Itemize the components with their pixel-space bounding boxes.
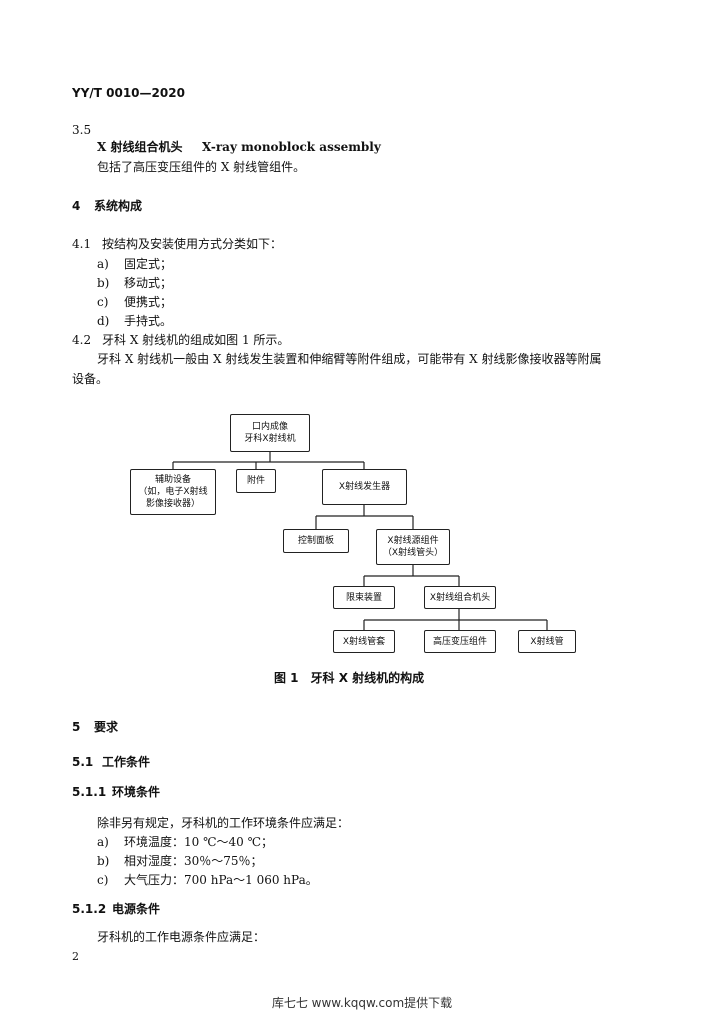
clause-4-2-number: 4.2 [72,333,92,347]
node-label: 高压变压组件 [432,636,487,647]
diagram-node-xray-source-assembly: X射线源组件 （X射线管头） [376,529,450,565]
environment-intro: 除非另有规定，牙科机的工作环境条件应满足： [97,816,350,830]
list-item-mark: b) [97,276,110,290]
diagram-node-accessory: 附件 [236,469,276,493]
node-label: （如，电子X射线 [138,487,208,497]
clause-4-1-number: 4.1 [72,237,92,251]
figure-caption: 图 1 牙科 X 射线机的构成 [274,671,425,685]
term-english: X-ray monoblock assembly [202,140,381,154]
list-item-text: 环境温度：10 ℃～40 ℃； [124,835,274,849]
clause-5-1-number: 5.1 [72,755,94,769]
list-item-text: 大气压力：700 hPa～1 060 hPa。 [124,873,318,887]
standard-number: YY/T 0010—2020 [72,86,185,100]
clause-5-1-2-number: 5.1.2 [72,902,107,916]
node-label: 辅助设备 [154,475,191,485]
node-label: 口内成像 [251,422,288,432]
section-4-number: 4 [72,199,81,213]
diagram-node-xray-tube: X射线管 [518,630,576,653]
clause-4-1-text: 按结构及安装使用方式分类如下： [102,237,283,251]
node-label: X射线组合机头 [429,592,491,603]
list-item-mark: a) [97,257,109,271]
diagram-node-collimator: 限束装置 [333,586,395,609]
clause-4-2-text: 牙科 X 射线机的组成如图 1 所示。 [102,333,290,347]
list-item-mark: c) [97,295,109,309]
diagram-node-root: 口内成像 牙科X射线机 [230,414,310,452]
section-5-heading: 要求 [94,720,119,734]
power-intro: 牙科机的工作电源条件应满足： [97,930,266,944]
node-label: X射线发生器 [338,482,391,492]
list-item-text: 相对湿度：30％～75％； [124,854,263,868]
diagram-node-tube-housing: X射线管套 [333,630,395,653]
node-label: 控制面板 [297,536,334,546]
section-4-heading: 系统构成 [94,199,143,213]
clause-number-3-5: 3.5 [72,123,92,137]
list-item-mark: d) [97,314,110,328]
term-chinese: X 射线组合机头 [97,140,183,154]
list-item-mark: c) [97,873,109,887]
clause-5-1-heading: 工作条件 [102,755,151,769]
node-label: 影像接收器） [145,499,200,509]
node-label: X射线源组件 [387,536,439,546]
section-5-number: 5 [72,720,81,734]
node-label: 牙科X射线机 [244,434,296,444]
list-item-text: 便携式； [124,295,173,309]
clause-5-1-1-number: 5.1.1 [72,785,107,799]
page-number: 2 [72,950,79,963]
node-label: X射线管 [530,636,564,647]
node-label: 限束装置 [345,592,382,603]
list-item-mark: a) [97,835,109,849]
diagram-node-hv-assembly: 高压变压组件 [424,630,496,653]
node-label: X射线管套 [342,636,386,647]
list-item-mark: b) [97,854,110,868]
clause-5-1-2-heading: 电源条件 [112,902,161,916]
diagram-node-control-panel: 控制面板 [283,529,349,553]
clause-5-1-1-heading: 环境条件 [112,785,161,799]
node-label: （X射线管头） [382,548,444,558]
list-item-text: 固定式； [124,257,173,271]
diagram-node-xray-generator: X射线发生器 [322,469,407,505]
list-item-text: 手持式。 [124,314,173,328]
diagram-node-auxiliary-equipment: 辅助设备 （如，电子X射线 影像接收器） [130,469,216,515]
diagram-node-monoblock: X射线组合机头 [424,586,496,609]
list-item-text: 移动式； [124,276,173,290]
paragraph-line: 牙科 X 射线机一般由 X 射线发生装置和伸缩臂等附件组成，可能带有 X 射线影… [97,352,602,366]
download-footer: 库七七 www.kqqw.com提供下载 [271,996,453,1010]
term-definition: 包括了高压变压组件的 X 射线管组件。 [97,160,306,174]
node-label: 附件 [246,476,265,486]
paragraph-line: 设备。 [72,372,109,386]
